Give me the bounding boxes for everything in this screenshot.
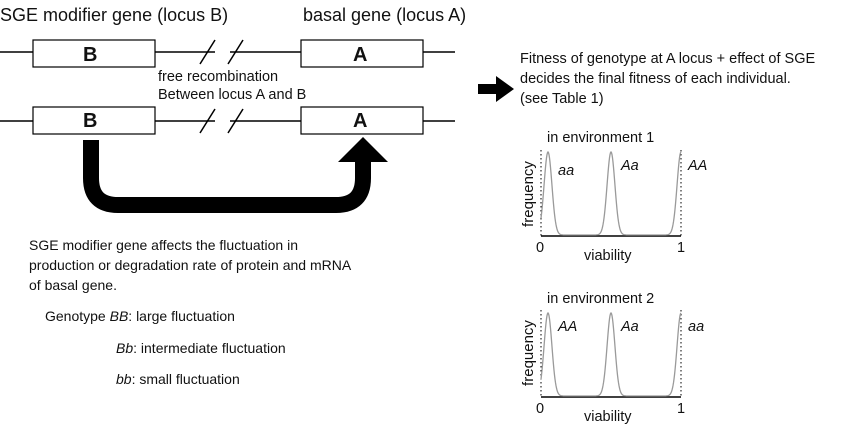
gene-box-b-bottom (32, 106, 156, 135)
sge-note-line2: production or degradation rate of protei… (29, 257, 352, 273)
gene-box-b-top (32, 39, 156, 68)
plot1-peak-label-3: AA (688, 158, 708, 174)
plot2-xlabel: viability (584, 409, 632, 425)
basal-gene-header: basal gene (locus A) (303, 5, 467, 25)
fitness-note-line3: (see Table 1) (520, 91, 604, 107)
gene-box-a-top (300, 39, 424, 68)
regulation-arrow (83, 140, 371, 213)
gene-label-a-bottom: A (353, 110, 368, 132)
break-mark-top-1 (199, 39, 216, 65)
plot2-distribution-curve (540, 311, 682, 397)
plot2-peak-label-1: AA (558, 319, 578, 335)
genotype-symbol: BB (109, 308, 129, 324)
genotype-effect: : intermediate fluctuation (133, 340, 286, 356)
plot2-xtick-0: 0 (536, 401, 545, 417)
plot1-peak-label-1: aa (558, 163, 575, 179)
plot2-xtick-1: 1 (677, 401, 686, 417)
recombination-line1: free recombination (158, 69, 279, 85)
sge-note-line1: SGE modifier gene affects the fluctuatio… (29, 237, 299, 253)
sge-note-line3: of basal gene. (29, 277, 117, 293)
modifier-gene-header: SGE modifier gene (locus B) (0, 5, 229, 25)
plot1-xlabel: viability (584, 248, 632, 264)
gene-label-b-top: B (83, 44, 98, 66)
plot1-xtick-1: 1 (677, 240, 686, 256)
genotype-symbol: bb (116, 371, 132, 387)
gene-label-a-top: A (353, 44, 368, 66)
break-mark-bottom-2 (227, 108, 244, 134)
plot1-ylabel: frequency (520, 161, 537, 227)
plot1-title: in environment 1 (547, 130, 655, 146)
plot1-xtick-0: 0 (536, 240, 545, 256)
plot1-peak-label-2: Aa (621, 158, 639, 174)
genotype-effect: : small fluctuation (131, 371, 240, 387)
gene-label-b-bottom: B (83, 110, 98, 132)
genotype-effect: : large fluctuation (128, 308, 235, 324)
genotype-row-bb-large: Genotype BB: large fluctuation (45, 309, 235, 323)
plot1-distribution-curve (540, 150, 682, 236)
plot2-peak-label-3: aa (688, 319, 705, 335)
break-mark-top-2 (227, 39, 244, 65)
genotype-row-bb-small: bb: small fluctuation (116, 372, 240, 386)
break-mark-bottom-1 (199, 108, 216, 134)
genotype-symbol: Bb (116, 340, 134, 356)
plot2-peak-label-2: Aa (621, 319, 639, 335)
recombination-line2: Between locus A and B (158, 87, 307, 103)
genotype-prefix: Genotype (45, 308, 110, 324)
gene-box-a-bottom (300, 106, 424, 135)
plot2-title: in environment 2 (547, 291, 655, 307)
fitness-note-line1: Fitness of genotype at A locus + effect … (520, 51, 816, 67)
plot2-ylabel: frequency (520, 320, 537, 386)
result-arrow (478, 76, 514, 102)
regulation-arrowhead (338, 137, 388, 162)
genotype-row-bb-intermediate: Bb: intermediate fluctuation (116, 341, 286, 355)
fitness-note-line2: decides the final fitness of each indivi… (520, 71, 791, 87)
